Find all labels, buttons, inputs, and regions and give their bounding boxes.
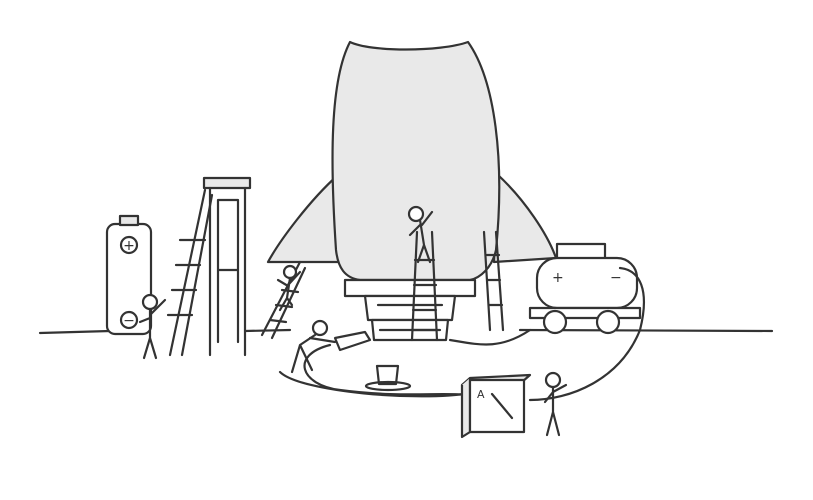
worker-gauge [543,371,568,437]
worker-ladder [276,264,302,312]
battery-plus-label: + [123,238,135,254]
gauge: A [460,373,532,439]
worker-battery [138,293,167,360]
worker-crouch [290,319,372,374]
battery-minus-label: − [123,313,135,329]
workers [138,205,568,437]
right-ladder [482,230,505,332]
center-ladder [410,230,439,342]
rocket [266,40,558,342]
gauge-label: A [477,388,485,401]
tank-minus-label: − [610,270,622,286]
small-ladder [260,260,307,340]
worker-rocket [407,205,434,264]
fuel-tank-cart: + − [528,242,642,335]
tank-plus-label: + [552,270,564,286]
bucket [364,364,412,392]
battery: + − [105,214,153,336]
step-ladder [166,176,252,357]
